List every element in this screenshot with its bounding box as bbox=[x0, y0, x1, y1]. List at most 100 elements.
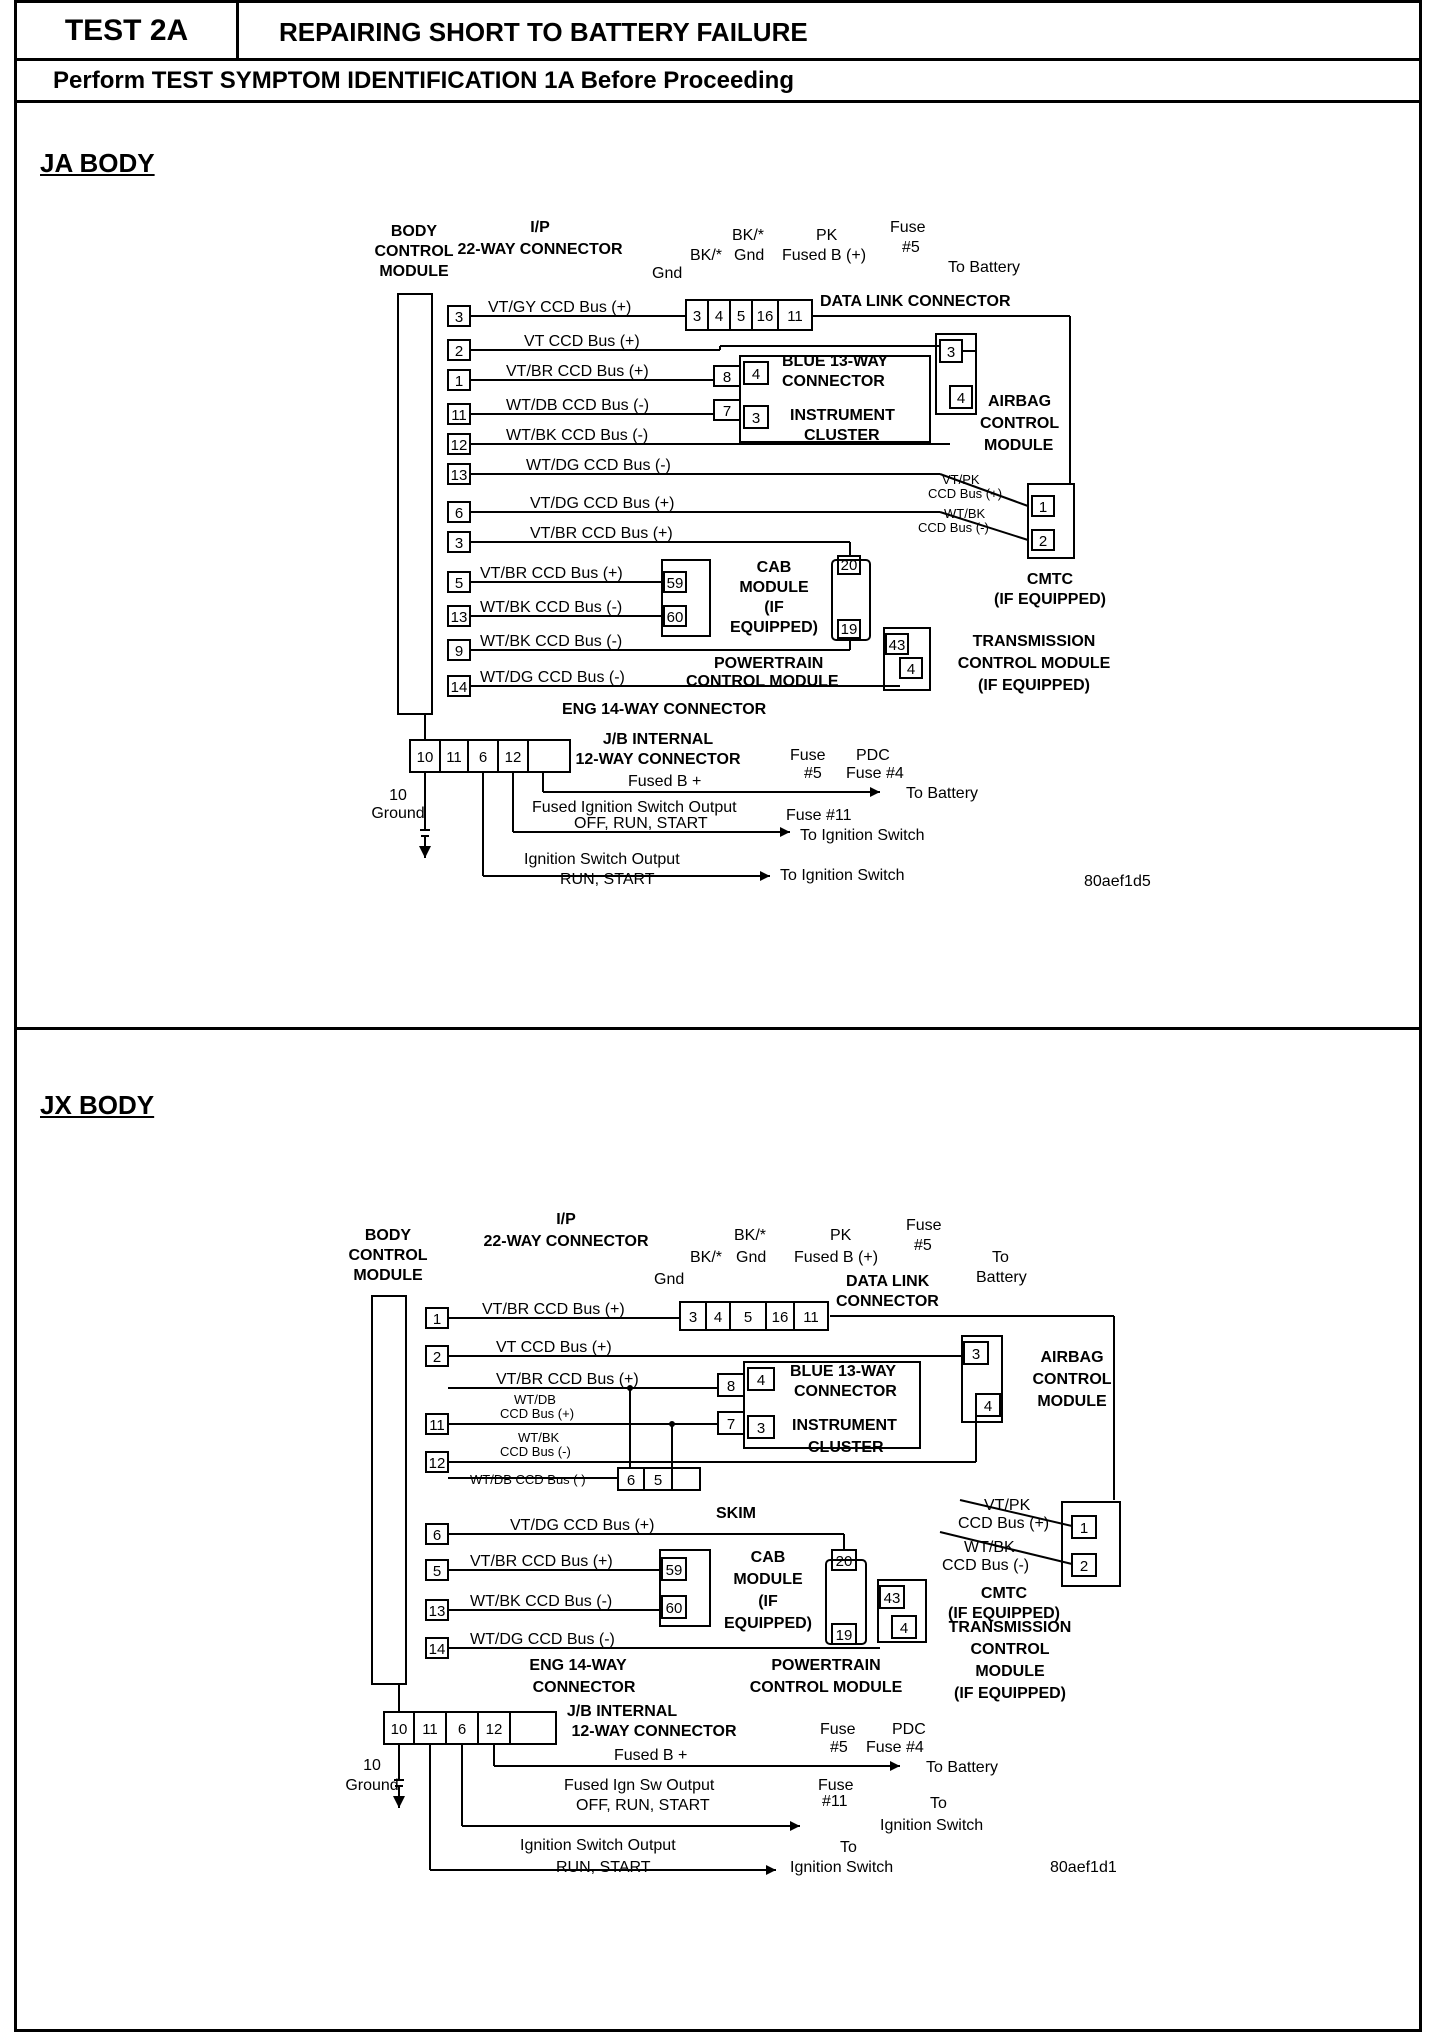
jx-fuse5-label-1: Fuse bbox=[906, 1217, 942, 1234]
jx-eng-conn-label-1: ENG 14-WAY bbox=[529, 1657, 627, 1674]
jx-airbag-label-1: AIRBAG bbox=[1040, 1349, 1103, 1366]
jx-eng-pin: 5 bbox=[433, 1563, 441, 1580]
ja-cluster-label-1: INSTRUMENT bbox=[790, 407, 895, 424]
jx-cab-label-4: EQUIPPED) bbox=[724, 1615, 812, 1632]
jx-wire-11: WT/BK CCD Bus (-) bbox=[470, 1593, 612, 1610]
jx-cmtc-wire-2: CCD Bus (+) bbox=[958, 1515, 1049, 1532]
ja-wire-3: VT/BR CCD Bus (+) bbox=[506, 363, 649, 380]
ja-ground-label: Ground bbox=[371, 805, 424, 822]
ja-dlc-pin: 3 bbox=[693, 308, 701, 325]
ja-fused-b-label: Fused B (+) bbox=[782, 247, 866, 264]
jx-skim-pin: 6 bbox=[627, 1472, 635, 1489]
test-id: TEST 2A bbox=[17, 3, 239, 61]
ja-bk-gnd-a-2: Gnd bbox=[652, 265, 682, 282]
jx-bcm-label-1: BODY bbox=[365, 1227, 412, 1244]
ja-wire-6: WT/DG CCD Bus (-) bbox=[526, 457, 671, 474]
jx-pcm-pin: 20 bbox=[836, 1553, 853, 1570]
jx-dlc-pin: 11 bbox=[803, 1309, 819, 1326]
test-title: REPAIRING SHORT TO BATTERY FAILURE bbox=[279, 17, 808, 47]
ja-figure-id: 80aef1d5 bbox=[1084, 873, 1151, 890]
jx-dlc-pin: 3 bbox=[689, 1309, 697, 1326]
ja-eng-pin: 5 bbox=[455, 575, 463, 592]
jx-wire-10: VT/BR CCD Bus (+) bbox=[470, 1553, 613, 1570]
jx-to-battery-1: To bbox=[992, 1249, 1009, 1266]
ja-wire-10: WT/BK CCD Bus (-) bbox=[480, 599, 622, 616]
jx-wire-1: VT/BR CCD Bus (+) bbox=[482, 1301, 625, 1318]
ja-wiring-diagram: BODY CONTROL MODULE I/P 22-WAY CONNECTOR… bbox=[371, 219, 1151, 890]
jx-bcm-box bbox=[371, 1295, 407, 1685]
ja-cmtc-label-2: (IF EQUIPPED) bbox=[994, 591, 1106, 608]
ja-blue13-label-2: CONNECTOR bbox=[782, 373, 885, 390]
ja-cmtc-wire-1: VT/PK bbox=[942, 472, 980, 487]
jx-eng-pin: 13 bbox=[429, 1603, 446, 1620]
ja-to-ign-2: To Ignition Switch bbox=[780, 867, 905, 884]
ja-tcm-label-2: CONTROL MODULE bbox=[958, 655, 1111, 672]
jx-fused-b-label: Fused B (+) bbox=[794, 1249, 878, 1266]
ja-fused-b: Fused B + bbox=[628, 773, 701, 790]
jx-cmtc-label-1: CMTC bbox=[981, 1585, 1028, 1602]
ja-wire-11: WT/BK CCD Bus (-) bbox=[480, 633, 622, 650]
jx-cab-pin: 60 bbox=[666, 1600, 683, 1617]
jx-jb-pin: 11 bbox=[422, 1721, 438, 1738]
jx-skim-label: SKIM bbox=[716, 1505, 756, 1522]
ja-cab-label-1: CAB bbox=[757, 559, 792, 576]
ja-wire-5: WT/BK CCD Bus (-) bbox=[506, 427, 648, 444]
ja-eng-pin: 14 bbox=[451, 679, 468, 696]
jx-to-battery-3: To Battery bbox=[926, 1759, 998, 1776]
ja-fuse5-label-2: #5 bbox=[902, 239, 920, 256]
ja-cab-label-2: MODULE bbox=[739, 579, 809, 596]
ja-tcm-label-1: TRANSMISSION bbox=[973, 633, 1096, 650]
jx-to-ign-2: Ignition Switch bbox=[880, 1817, 983, 1834]
jx-fuse5-label-2: #5 bbox=[914, 1237, 932, 1254]
ja-airbag-pin: 3 bbox=[947, 344, 955, 361]
ja-bk-gnd-b-1: BK/* bbox=[732, 227, 764, 244]
ja-pcm-pin: 19 bbox=[841, 621, 858, 638]
jx-jb-label-2: 12-WAY CONNECTOR bbox=[571, 1723, 737, 1740]
ja-jb-pin: 11 bbox=[446, 749, 462, 766]
jx-fuse11-1: Fuse bbox=[818, 1777, 854, 1794]
jx-tcm-label-3: MODULE bbox=[975, 1663, 1045, 1680]
jx-jb-label-1: J/B INTERNAL bbox=[567, 1703, 677, 1720]
jx-figure-id: 80aef1d1 bbox=[1050, 1859, 1117, 1876]
jx-wire-5: CCD Bus (+) bbox=[500, 1406, 574, 1421]
jx-to-battery-2: Battery bbox=[976, 1269, 1027, 1286]
jx-dlc-pin: 5 bbox=[744, 1309, 752, 1326]
jx-ip-pin: 12 bbox=[429, 1455, 446, 1472]
jx-to-ign-1: To bbox=[930, 1795, 947, 1812]
ja-dlc-pin: 16 bbox=[757, 308, 774, 325]
ja-blue-pin: 8 bbox=[723, 369, 731, 386]
ja-airbag-label-3: MODULE bbox=[984, 437, 1054, 454]
ja-ip-conn-label-1: I/P bbox=[530, 219, 550, 236]
ja-dlc-pin: 11 bbox=[787, 308, 803, 325]
jx-skim-pin: 5 bbox=[654, 1472, 662, 1489]
jx-tcm-pin: 43 bbox=[884, 1590, 901, 1607]
jx-wire-6: WT/BK bbox=[518, 1430, 559, 1445]
jx-tcm-label-2: CONTROL bbox=[970, 1641, 1049, 1658]
ja-cmtc-label-1: CMTC bbox=[1027, 571, 1074, 588]
ja-section-title: JA BODY bbox=[40, 148, 155, 178]
ja-ip-pin: 3 bbox=[455, 309, 463, 326]
jx-bk-gnd-a-2: Gnd bbox=[654, 1271, 684, 1288]
jx-wire-12: WT/DG CCD Bus (-) bbox=[470, 1631, 615, 1648]
jx-ign-out-1: Ignition Switch Output bbox=[520, 1837, 676, 1854]
jx-cmtc-pin: 2 bbox=[1080, 1558, 1088, 1575]
test-header: TEST 2A REPAIRING SHORT TO BATTERY FAILU… bbox=[17, 3, 1419, 61]
jx-bk-gnd-b-2: Gnd bbox=[736, 1249, 766, 1266]
ja-cmtc-pin: 1 bbox=[1039, 499, 1047, 516]
jx-eng-pin: 14 bbox=[429, 1641, 446, 1658]
ja-cluster-label-2: CLUSTER bbox=[804, 427, 880, 444]
jx-ip-conn-label-1: I/P bbox=[556, 1211, 576, 1228]
jx-pcm-pin: 19 bbox=[836, 1627, 853, 1644]
ja-wire-8: VT/BR CCD Bus (+) bbox=[530, 525, 673, 542]
ja-tcm-label-3: (IF EQUIPPED) bbox=[978, 677, 1090, 694]
jx-cmtc-wire-4: CCD Bus (-) bbox=[942, 1557, 1029, 1574]
jx-pdc-fuse-2: #5 bbox=[830, 1739, 848, 1756]
ja-fused-ign-2: OFF, RUN, START bbox=[574, 815, 708, 832]
ja-blue-pin: 7 bbox=[723, 403, 731, 420]
ja-airbag-label-2: CONTROL bbox=[980, 415, 1059, 432]
jx-pcm-label-1: POWERTRAIN bbox=[771, 1657, 880, 1674]
ja-bcm-label-3: MODULE bbox=[379, 263, 449, 280]
jx-airbag-pin: 3 bbox=[972, 1346, 980, 1363]
ja-wire-1: VT/GY CCD Bus (+) bbox=[488, 299, 631, 316]
